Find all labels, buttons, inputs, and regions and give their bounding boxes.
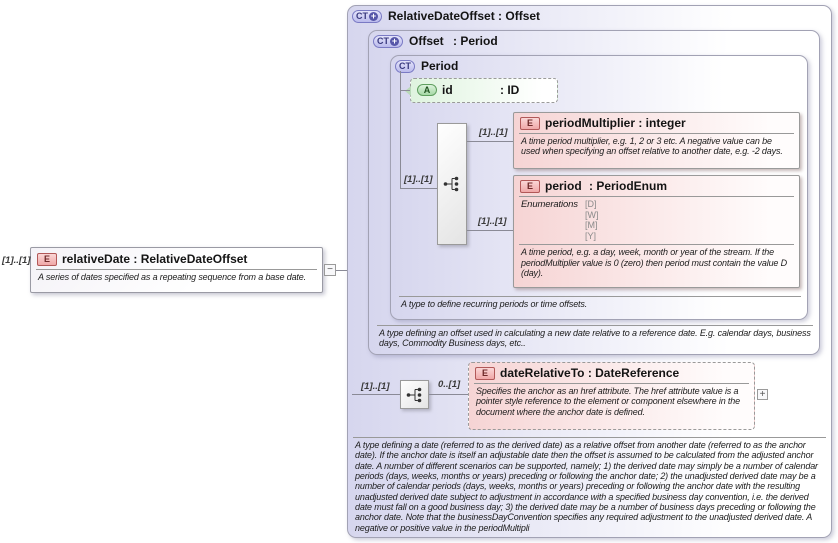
- cardinality-label: [1]..[1]: [361, 381, 390, 392]
- sequence-compositor[interactable]: [437, 123, 467, 245]
- complextype-header-period: CT Period: [395, 59, 458, 73]
- separator: [519, 133, 794, 134]
- type-name: Period: [421, 59, 459, 73]
- attribute-type: : ID: [500, 83, 520, 97]
- complextype-badge: CT: [377, 36, 389, 46]
- separator: [519, 196, 794, 197]
- enumeration-value: [M]: [585, 220, 598, 231]
- element-badge: E: [520, 116, 540, 130]
- type-annotation: A type defining a date (referred to as t…: [355, 440, 818, 533]
- separator: [36, 269, 317, 270]
- element-box-relativedate[interactable]: E relativeDate : RelativeDateOffset A se…: [30, 247, 323, 293]
- element-badge: E: [520, 179, 540, 193]
- element-badge: E: [37, 252, 57, 266]
- element-box-daterelativeto[interactable]: E dateRelativeTo : DateReference Specifi…: [468, 362, 755, 430]
- cardinality-label: [1]..[1]: [2, 255, 31, 266]
- plus-icon: +: [369, 10, 378, 21]
- element-title: relativeDate : RelativeDateOffset: [62, 252, 248, 266]
- element-annotation: A time period, e.g. a day, week, month o…: [521, 247, 787, 279]
- complextype-header-offset: CT + Offset : Period: [373, 34, 498, 48]
- enumeration-value: [D]: [585, 199, 597, 209]
- separator: [519, 244, 794, 246]
- enumerations-label: Enumerations: [521, 199, 578, 210]
- expand-button[interactable]: +: [757, 389, 768, 400]
- attribute-name: id: [442, 83, 453, 97]
- type-annotation: A type defining an offset used in calcul…: [379, 328, 811, 349]
- connector-line: [467, 141, 513, 142]
- element-name: periodMultiplier: [545, 116, 635, 130]
- element-annotation: Specifies the anchor as an href attribut…: [476, 386, 740, 417]
- separator: [377, 325, 813, 326]
- plus-icon: +: [390, 35, 399, 46]
- element-box-period[interactable]: E period : PeriodEnum Enumerations [D] [W…: [513, 175, 800, 288]
- element-type: : DateReference: [587, 366, 680, 380]
- element-type: : PeriodEnum: [589, 179, 668, 193]
- complextype-icon[interactable]: CT: [395, 59, 415, 73]
- collapse-button[interactable]: −: [324, 264, 336, 276]
- cardinality-label: [1]..[1]: [479, 127, 508, 138]
- cardinality-label: [1]..[1]: [478, 216, 507, 227]
- enumerations-section: Enumerations [D] [W] [M] [Y]: [514, 197, 799, 243]
- connector-line: [429, 394, 468, 395]
- connector-line: [352, 394, 400, 395]
- complextype-expand-icon[interactable]: CT +: [352, 9, 382, 23]
- attribute-box-id[interactable]: A id : ID: [405, 78, 558, 103]
- separator: [353, 437, 826, 438]
- complextype-badge: CT: [399, 61, 411, 71]
- type-annotation: A type to define recurring periods or ti…: [401, 299, 588, 309]
- base-type: : Period: [453, 34, 498, 48]
- attribute-badge: A: [417, 84, 437, 96]
- cardinality-label: 0..[1]: [438, 379, 461, 390]
- sequence-compositor[interactable]: [400, 380, 429, 409]
- element-badge: E: [475, 366, 495, 380]
- element-name: dateRelativeTo: [500, 366, 585, 380]
- element-name: period: [545, 179, 582, 193]
- element-annotation: A series of dates specified as a repeati…: [38, 272, 306, 282]
- separator: [399, 296, 801, 297]
- sequence-icon: [406, 387, 421, 402]
- connector-line: [400, 90, 410, 91]
- element-annotation: A time period multiplier, e.g. 1, 2 or 3…: [521, 136, 783, 157]
- complextype-header-relativedateoffset: CT + RelativeDateOffset : Offset: [352, 9, 540, 23]
- complextype-expand-icon[interactable]: CT +: [373, 34, 403, 48]
- connector-line: [467, 230, 513, 231]
- element-type: : integer: [638, 116, 686, 130]
- connector-line: [336, 270, 347, 271]
- sequence-icon: [443, 176, 459, 192]
- type-name: Offset: [409, 34, 444, 48]
- complextype-badge: CT: [356, 11, 368, 21]
- separator: [474, 383, 749, 384]
- connector-line: [400, 188, 437, 189]
- enumeration-value: [W]: [585, 209, 599, 220]
- connector-line: [400, 71, 401, 189]
- element-box-periodmultiplier[interactable]: E periodMultiplier : integer A time peri…: [513, 112, 800, 169]
- enumeration-value: [Y]: [585, 230, 597, 241]
- complextype-title: RelativeDateOffset : Offset: [388, 9, 541, 23]
- cardinality-label: [1]..[1]: [404, 174, 433, 185]
